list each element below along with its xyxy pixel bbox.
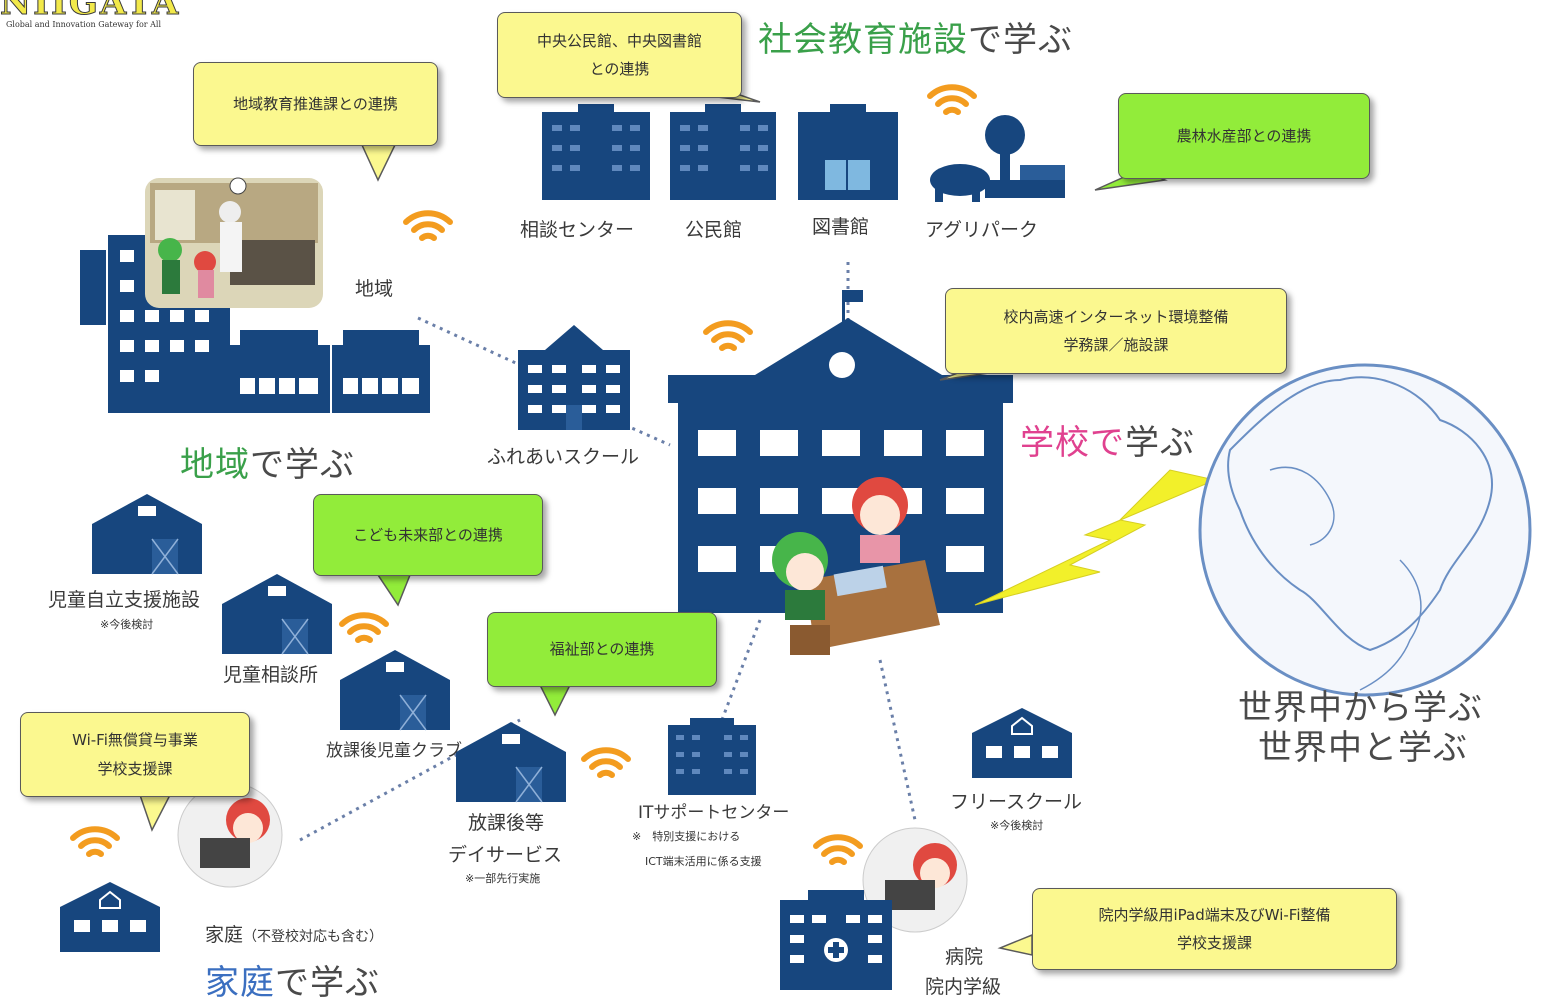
heading-region-rest: で学ぶ — [250, 445, 355, 485]
label-toshokan: 図書館 — [812, 216, 870, 238]
building-houkago-day — [455, 721, 567, 803]
bubble-welfare: 福祉部との連携 — [487, 612, 717, 687]
heading-home-rest: で学ぶ — [275, 963, 380, 1003]
building-agripark — [930, 115, 1065, 202]
globe — [1198, 363, 1532, 697]
label-hospital-class: 院内学級 — [925, 976, 1002, 998]
heading-world-2: 世界中と学ぶ — [1258, 728, 1468, 768]
logo: NIIGATA Global and Innovation Gateway fo… — [0, 0, 180, 29]
label-free-school: フリースクール — [950, 791, 1083, 813]
label-jido-soudan: 児童相談所 — [223, 664, 319, 686]
bubble-school-net-line2: 学務課／施設課 — [1063, 336, 1169, 354]
building-soudan-center — [542, 104, 650, 200]
bubble-school-net: 校内高速インターネット環境整備 学務課／施設課 — [945, 288, 1287, 374]
building-fureai-school — [518, 325, 630, 430]
building-it-support — [668, 718, 756, 795]
note-it-2: ICT端末活用に係る支援 — [645, 855, 762, 868]
label-hospital: 病院 — [945, 946, 984, 968]
building-jido-soudan — [221, 573, 333, 655]
bubble-hospital: 院内学級用iPad端末及びWi-Fi整備 学校支援課 — [1032, 888, 1397, 970]
heading-social-colored: 社会教育施設 — [758, 20, 968, 60]
bubble-agri-text: 農林水産部との連携 — [1176, 126, 1312, 145]
heading-region-colored: 地域 — [180, 445, 250, 485]
home-illustration — [177, 782, 283, 888]
label-soudan: 相談センター — [520, 219, 635, 241]
label-home: 家庭（不登校対応も含む） — [205, 920, 383, 947]
label-fureai: ふれあいスクール — [487, 446, 640, 468]
heading-social: 社会教育施設で学ぶ — [758, 12, 1073, 61]
building-kominkan — [670, 104, 776, 200]
note-it-1: ※ 特別支援における — [632, 830, 741, 843]
lightning-bolt — [974, 469, 1217, 606]
bubble-wifi-loan: Wi-Fi無償貸与事業 学校支援課 — [20, 712, 250, 797]
main-school-building — [668, 290, 1013, 613]
shop-illustration — [145, 177, 323, 308]
bubble-region-promo-text: 地域教育推進課との連携 — [233, 94, 398, 113]
label-it-support: ITサポートセンター — [638, 803, 790, 823]
bubble-central-line2: との連携 — [589, 60, 650, 78]
label-houkago-day-2: デイサービス — [448, 844, 563, 866]
heading-school-colored: 学校で — [1020, 423, 1125, 463]
bubble-kodomo: こども未来部との連携 — [313, 494, 543, 576]
bubble-hospital-line1: 院内学級用iPad端末及びWi-Fi整備 — [1098, 905, 1331, 924]
heading-region: 地域で学ぶ — [180, 437, 355, 486]
bubble-kodomo-text: こども未来部との連携 — [353, 525, 503, 544]
logo-subtitle: Global and Innovation Gateway for All — [6, 20, 162, 29]
heading-home: 家庭で学ぶ — [205, 955, 380, 1004]
bubble-wifi-loan-line1: Wi-Fi無償貸与事業 — [72, 731, 198, 749]
label-chiiki: 地域 — [355, 278, 394, 300]
bubble-central-line1: 中央公民館、中央図書館 — [536, 31, 702, 50]
label-houkago-club: 放課後児童クラブ — [326, 741, 462, 761]
heading-social-rest: で学ぶ — [968, 20, 1073, 60]
note-houkago-day: ※一部先行実施 — [465, 872, 541, 885]
building-hospital — [780, 890, 892, 990]
bubble-welfare-text: 福祉部との連携 — [549, 640, 655, 659]
bubble-hospital-line2: 学校支援課 — [1176, 934, 1252, 952]
students-illustration — [772, 477, 940, 655]
label-agripark: アグリパーク — [925, 219, 1039, 241]
heading-school: 学校で学ぶ — [1020, 415, 1195, 464]
label-houkago-day-1: 放課後等 — [468, 812, 545, 834]
building-library — [798, 104, 898, 200]
bubble-region-promo: 地域教育推進課との連携 — [193, 62, 438, 146]
building-free-school — [971, 707, 1073, 779]
building-home — [59, 881, 161, 953]
building-houkago-club — [339, 649, 451, 731]
label-home-note: （不登校対応も含む） — [243, 929, 384, 945]
heading-world-1: 世界中から学ぶ — [1238, 688, 1483, 728]
note-jido-jiritsu: ※今後検討 — [100, 618, 154, 631]
bubble-school-net-line1: 校内高速インターネット環境整備 — [1003, 307, 1229, 326]
label-kominkan: 公民館 — [685, 219, 743, 241]
bubble-agri: 農林水産部との連携 — [1118, 93, 1370, 179]
label-home-main: 家庭 — [205, 924, 244, 946]
bubble-central: 中央公民館、中央図書館 との連携 — [497, 12, 742, 98]
building-jido-jiritsu — [91, 493, 203, 575]
heading-home-colored: 家庭 — [205, 963, 275, 1003]
note-free-school: ※今後検討 — [990, 819, 1044, 832]
label-jido-jiritsu: 児童自立支援施設 — [48, 589, 201, 611]
bubble-wifi-loan-line2: 学校支援課 — [97, 759, 173, 778]
heading-school-rest: 学ぶ — [1125, 423, 1195, 463]
logo-title: NIIGATA — [0, 0, 181, 23]
